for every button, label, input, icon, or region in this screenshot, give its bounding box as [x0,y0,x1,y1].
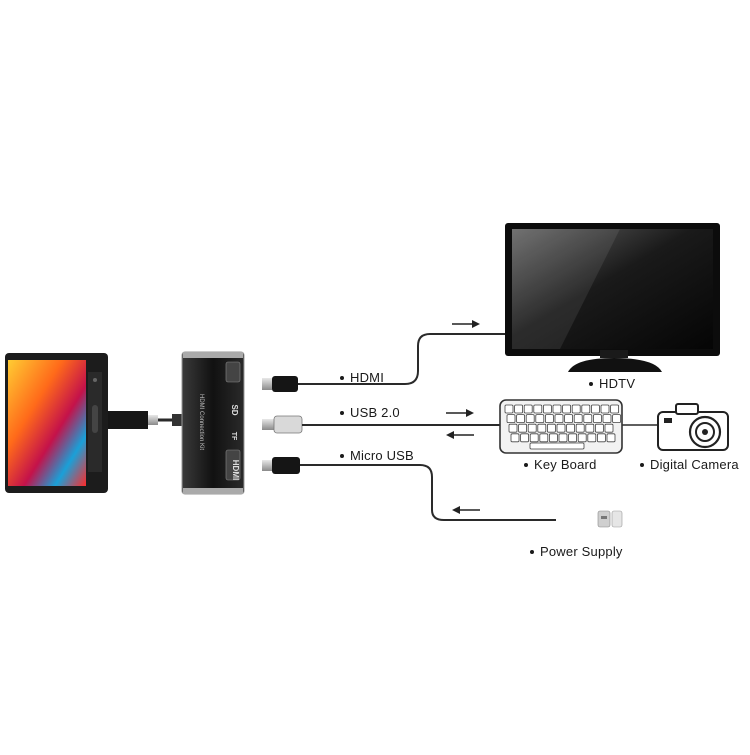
keyboard-key [612,414,621,424]
hdmi-cable [262,320,508,392]
keyboard-key [606,433,616,443]
label-usb: USB 2.0 [340,405,400,420]
adapter-model-text: HDMI Connection Kit [198,394,204,450]
keyboard-key [533,404,543,414]
adapter-hdmi-logo: HDMI [231,460,240,480]
keyboard-key [549,433,558,443]
label-hdmi: HDMI [340,370,384,385]
keyboard-key [510,433,520,443]
keyboard-key [523,404,533,414]
keyboard-key [610,404,619,414]
label-camera: Digital Camera [640,457,739,472]
keyboard-key [539,433,549,443]
keyboard-key [529,433,539,443]
usb-cable [262,409,668,439]
keyboard-key [514,404,523,414]
micro-usb-cable [262,457,556,521]
label-keyboard: Key Board [524,457,597,472]
keyboard-key [593,414,602,424]
keyboard-key [583,414,593,424]
keyboard-key [564,414,573,424]
adapter-tf-label: TF [230,432,237,441]
keyboard-key [566,423,575,433]
keyboard-key [525,414,535,424]
keyboard-key [604,423,614,433]
adapter-sd-label: SD [230,404,239,415]
keyboard-key [537,423,547,433]
label-hdmi-text: HDMI [350,370,385,385]
keyboard [499,399,623,454]
keyboard-spacebar [529,442,585,450]
keyboard-key [602,414,612,424]
keyboard-key [556,423,566,433]
keyboard-key [545,414,554,424]
phone-home-button [92,405,98,433]
keyboard-key [518,423,527,433]
keyboard-key [595,423,604,433]
keyboard-key [577,433,587,443]
keyboard-key [600,404,610,414]
phone-screen [8,360,86,486]
keyboard-key [506,414,516,424]
label-power-supply: Power Supply [530,544,623,559]
hdtv [505,223,720,372]
keyboard-key [597,433,606,443]
keyboard-key [552,404,562,414]
keyboard-key [573,414,583,424]
label-hdtv-text: HDTV [599,376,636,391]
keyboard-key [591,404,600,414]
label-micro-usb-text: Micro USB [350,448,414,463]
label-micro-usb: Micro USB [340,448,414,463]
label-power-supply-text: Power Supply [540,544,623,559]
keyboard-key [527,423,537,433]
hdmi-adapter: HDMI SD TF HDMI Connection Kit [181,351,245,495]
keyboard-key [520,433,529,443]
keyboard-key [571,404,581,414]
keyboard-key [587,433,597,443]
keyboard-key [585,423,595,433]
keyboard-key [568,433,577,443]
label-keyboard-text: Key Board [534,457,597,472]
keyboard-key [554,414,564,424]
power-supply [597,510,623,528]
label-usb-text: USB 2.0 [350,405,400,420]
keyboard-key [535,414,545,424]
keyboard-key [547,423,556,433]
keyboard-key [581,404,591,414]
keyboard-key [562,404,571,414]
keyboard-key [543,404,552,414]
keyboard-key [575,423,585,433]
keyboard-key [508,423,518,433]
otg-connector [108,411,182,429]
label-hdtv: HDTV [589,376,635,391]
keyboard-key [558,433,568,443]
keyboard-key [504,404,514,414]
label-camera-text: Digital Camera [650,457,739,472]
tv-screen [512,229,713,349]
keyboard-key [516,414,525,424]
smartphone [5,353,108,493]
digital-camera [657,403,729,451]
